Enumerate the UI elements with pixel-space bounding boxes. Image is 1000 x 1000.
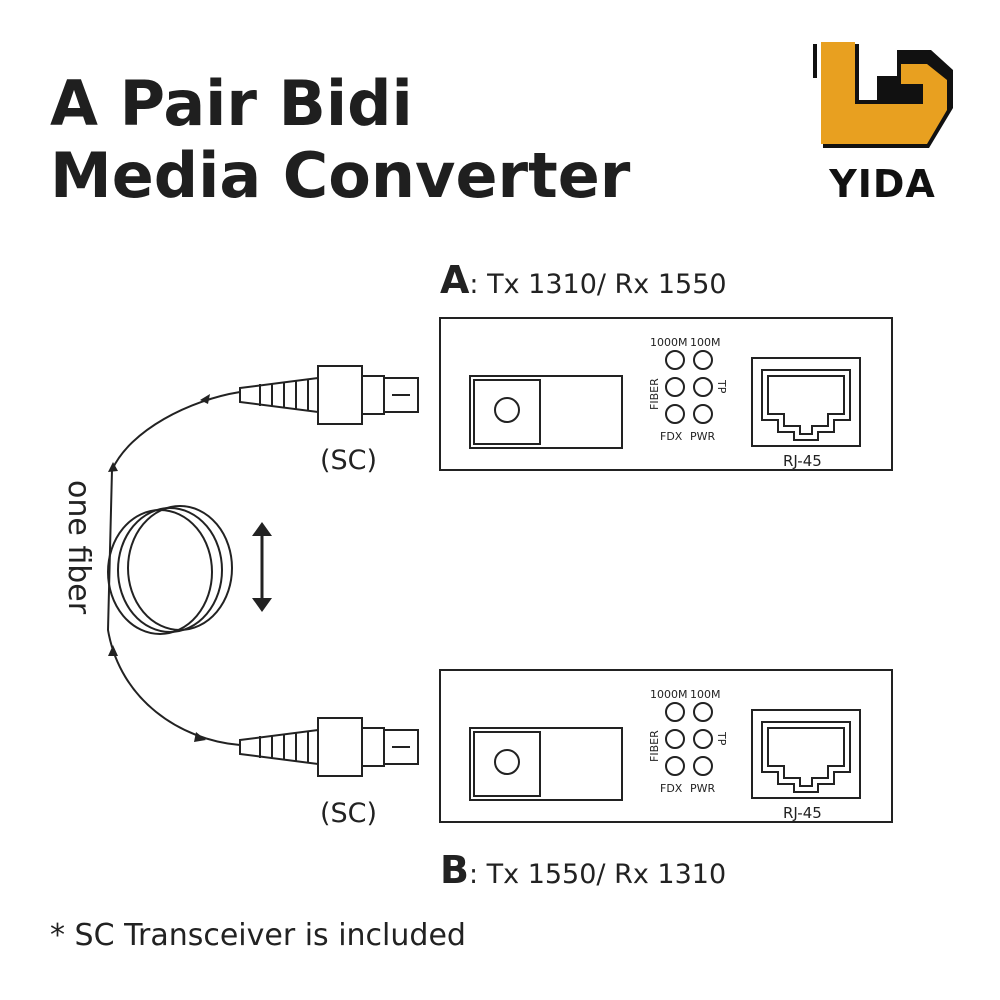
sc-label-a: (SC) — [320, 445, 378, 476]
fiber-arrow-bottom — [194, 732, 206, 742]
unit-a-rj45-label: RJ-45 — [783, 452, 822, 470]
unit-b-letter: B — [440, 848, 469, 892]
title-line-2: Media Converter — [50, 139, 631, 212]
bidirectional-arrow — [252, 522, 272, 612]
logo-dark-tick — [813, 44, 817, 78]
page-title: A Pair Bidi Media Converter — [50, 68, 630, 212]
unit-b-spec: : Tx 1550/ Rx 1310 — [468, 859, 727, 890]
logo-orange-shape — [821, 42, 947, 144]
unit-a-letter: A — [440, 258, 470, 302]
fiber-arrow-lower-mid — [108, 645, 118, 656]
unit-a-led-pwr: PWR — [690, 430, 716, 443]
sc-connector-a — [239, 365, 419, 425]
unit-a-led-fdx: FDX — [660, 430, 683, 443]
unit-b-label: B: Tx 1550/ Rx 1310 — [440, 848, 726, 892]
sc-label-b: (SC) — [320, 798, 378, 829]
unit-b-fiber-port — [469, 727, 623, 801]
unit-a-fiber-port — [469, 375, 623, 449]
unit-a-led-100m: 100M — [690, 336, 721, 349]
fiber-arrow-upper-mid — [108, 462, 118, 472]
unit-a-led-tp: TP — [715, 379, 728, 394]
unit-b-led-fiber: FIBER — [648, 730, 661, 762]
unit-b-leds — [665, 702, 713, 776]
unit-b-rj45-port — [751, 709, 861, 799]
unit-a-leds — [665, 350, 713, 424]
unit-b-led-tp: TP — [715, 731, 728, 746]
yida-logo-mark — [813, 42, 953, 148]
converter-unit-b: 1000M 100M FIBER TP FDX PWR RJ-45 — [439, 669, 893, 823]
fiber-cable — [106, 391, 241, 746]
unit-b-led-fdx: FDX — [660, 782, 683, 795]
one-fiber-label: one fiber — [61, 480, 96, 615]
unit-a-rj45-port — [751, 357, 861, 447]
yida-logo: YIDA — [805, 40, 965, 215]
logo-text: YIDA — [829, 162, 936, 206]
fiber-arrow-top — [200, 394, 210, 404]
unit-a-led-1000m: 1000M — [650, 336, 688, 349]
converter-unit-a: 1000M 100M FIBER TP FDX PWR RJ-45 — [439, 317, 893, 471]
unit-b-led-pwr: PWR — [690, 782, 716, 795]
unit-a-led-fiber: FIBER — [648, 378, 661, 410]
fiber-coil — [107, 505, 233, 635]
sc-connector-b — [239, 717, 419, 777]
unit-b-led-1000m: 1000M — [650, 688, 688, 701]
title-line-1: A Pair Bidi — [50, 67, 413, 140]
unit-a-label: A: Tx 1310/ Rx 1550 — [440, 258, 727, 302]
unit-b-rj45-label: RJ-45 — [783, 804, 822, 822]
footnote: * SC Transceiver is included — [50, 918, 466, 953]
unit-b-led-100m: 100M — [690, 688, 721, 701]
unit-a-spec: : Tx 1310/ Rx 1550 — [469, 269, 727, 300]
